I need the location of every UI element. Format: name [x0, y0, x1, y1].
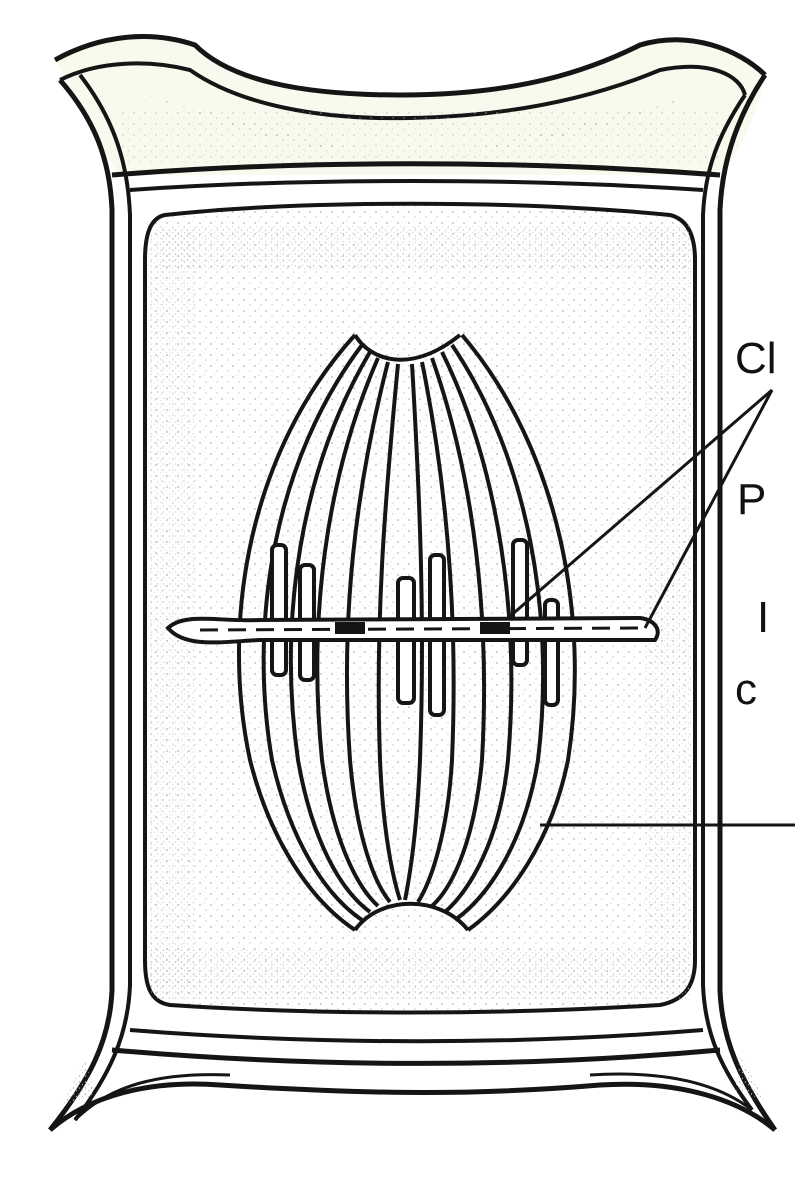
label-c: c [735, 668, 757, 712]
label-p: P [737, 478, 766, 522]
upper-adjacent-cell [55, 37, 765, 175]
label-cl: Cl [735, 337, 777, 381]
label-i: I [757, 596, 769, 640]
